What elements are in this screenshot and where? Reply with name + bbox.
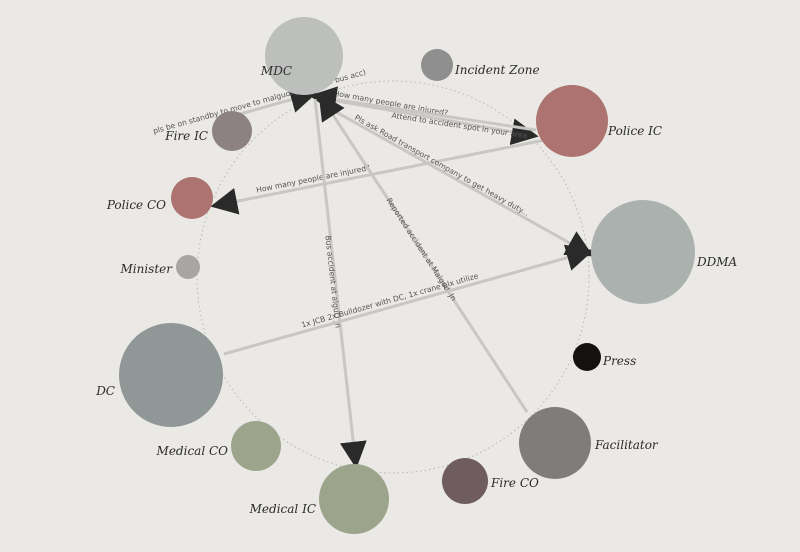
node-label: Minister [119, 262, 173, 276]
node-press[interactable]: Press [573, 343, 636, 371]
node-dc[interactable]: DC [95, 323, 223, 427]
node-medical-ic[interactable]: Medical IC [249, 464, 389, 534]
node-circle[interactable] [231, 421, 281, 471]
edge-line [319, 96, 539, 146]
node-circle[interactable] [591, 200, 695, 304]
node-label: Medical IC [249, 502, 316, 516]
node-circle[interactable] [119, 323, 223, 427]
node-mdc[interactable]: MDC [260, 17, 343, 95]
node-label: DC [95, 384, 115, 398]
edge-facilitator-to-mdc: Reported accident at Malgudi Jn [318, 92, 529, 413]
node-circle[interactable] [519, 407, 591, 479]
node-label: Press [602, 354, 636, 368]
node-fire-co[interactable]: Fire CO [442, 458, 539, 504]
node-circle[interactable] [442, 458, 488, 504]
node-label: DDMA [696, 255, 738, 269]
edge-line [239, 86, 318, 116]
node-circle[interactable] [176, 255, 200, 279]
node-medical-co[interactable]: Medical CO [156, 421, 281, 471]
node-label: MDC [260, 64, 292, 78]
node-label: Fire CO [490, 476, 539, 490]
node-incident[interactable]: Incident Zone [421, 49, 540, 81]
edge-line [210, 138, 546, 215]
node-minister[interactable]: Minister [119, 255, 200, 279]
node-circle[interactable] [171, 177, 213, 219]
node-label: Fire IC [164, 129, 208, 143]
node-police-co[interactable]: Police CO [106, 177, 213, 219]
node-circle[interactable] [212, 111, 252, 151]
node-circle[interactable] [421, 49, 453, 81]
edge-mdc-to-medical_ic: Bus accident at alguD Jn [313, 98, 367, 469]
node-label: Police IC [607, 124, 662, 138]
node-circle[interactable] [573, 343, 601, 371]
node-police-ic[interactable]: Police IC [536, 85, 662, 157]
node-circle[interactable] [319, 464, 389, 534]
node-label: Incident Zone [454, 63, 540, 77]
edge-dc-to-ddma: 1x JCB 2x Bulldozer with DC, 1x crane pl… [223, 244, 594, 356]
edge-line [309, 86, 537, 132]
edge-line [321, 102, 594, 257]
layout-guide-circle [196, 80, 590, 474]
node-ddma[interactable]: DDMA [591, 200, 738, 304]
node-fire-ic[interactable]: Fire IC [164, 111, 252, 151]
edge-line [223, 244, 594, 356]
node-facilitator[interactable]: Facilitator [519, 407, 659, 479]
node-circle[interactable] [536, 85, 608, 157]
node-label: Police CO [106, 198, 166, 212]
node-label: Facilitator [594, 438, 659, 452]
edge-line [318, 92, 529, 413]
node-label: Medical CO [156, 444, 229, 458]
edge-line [313, 98, 367, 469]
node-circle[interactable] [265, 17, 343, 95]
